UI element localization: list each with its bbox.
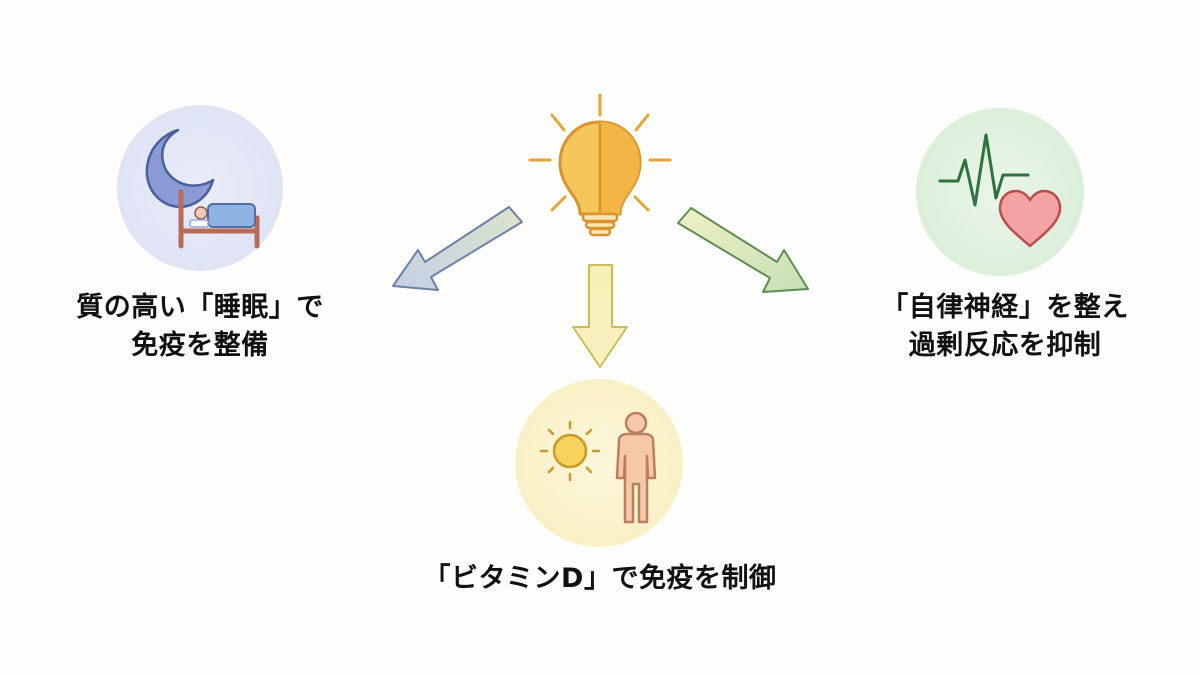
sleep-caption: 質の高い「睡眠」で 免疫を整備: [35, 289, 365, 365]
sleep-node: [117, 105, 283, 271]
vitamin-d-caption-line-1: 「ビタミンD」で免疫を制御: [423, 563, 777, 594]
sleep-caption-line-1: 質の高い「睡眠」で: [76, 292, 324, 323]
moon-and-bed-icon: [145, 128, 260, 249]
vitamin-d-caption: 「ビタミンD」で免疫を制御: [395, 560, 805, 598]
sleep-caption-line-2: 免疫を整備: [131, 330, 269, 361]
arrow-to-sleep: [392, 206, 523, 291]
autonomic-caption: 「自律神経」を整え 過剰反応を抑制: [840, 289, 1170, 365]
arrow-to-autonomic: [677, 207, 809, 293]
arrow-to-vitamin-d: [572, 264, 628, 368]
autonomic-caption-line-2: 過剰反応を抑制: [908, 330, 1102, 361]
heartbeat-heart-icon: [938, 133, 1062, 248]
lightbulb-icon: [528, 93, 672, 237]
sun-and-person-icon: [539, 411, 657, 524]
autonomic-node: [916, 108, 1084, 276]
vitamin-d-node: [515, 379, 683, 547]
autonomic-caption-line-1: 「自律神経」を整え: [881, 292, 1129, 323]
